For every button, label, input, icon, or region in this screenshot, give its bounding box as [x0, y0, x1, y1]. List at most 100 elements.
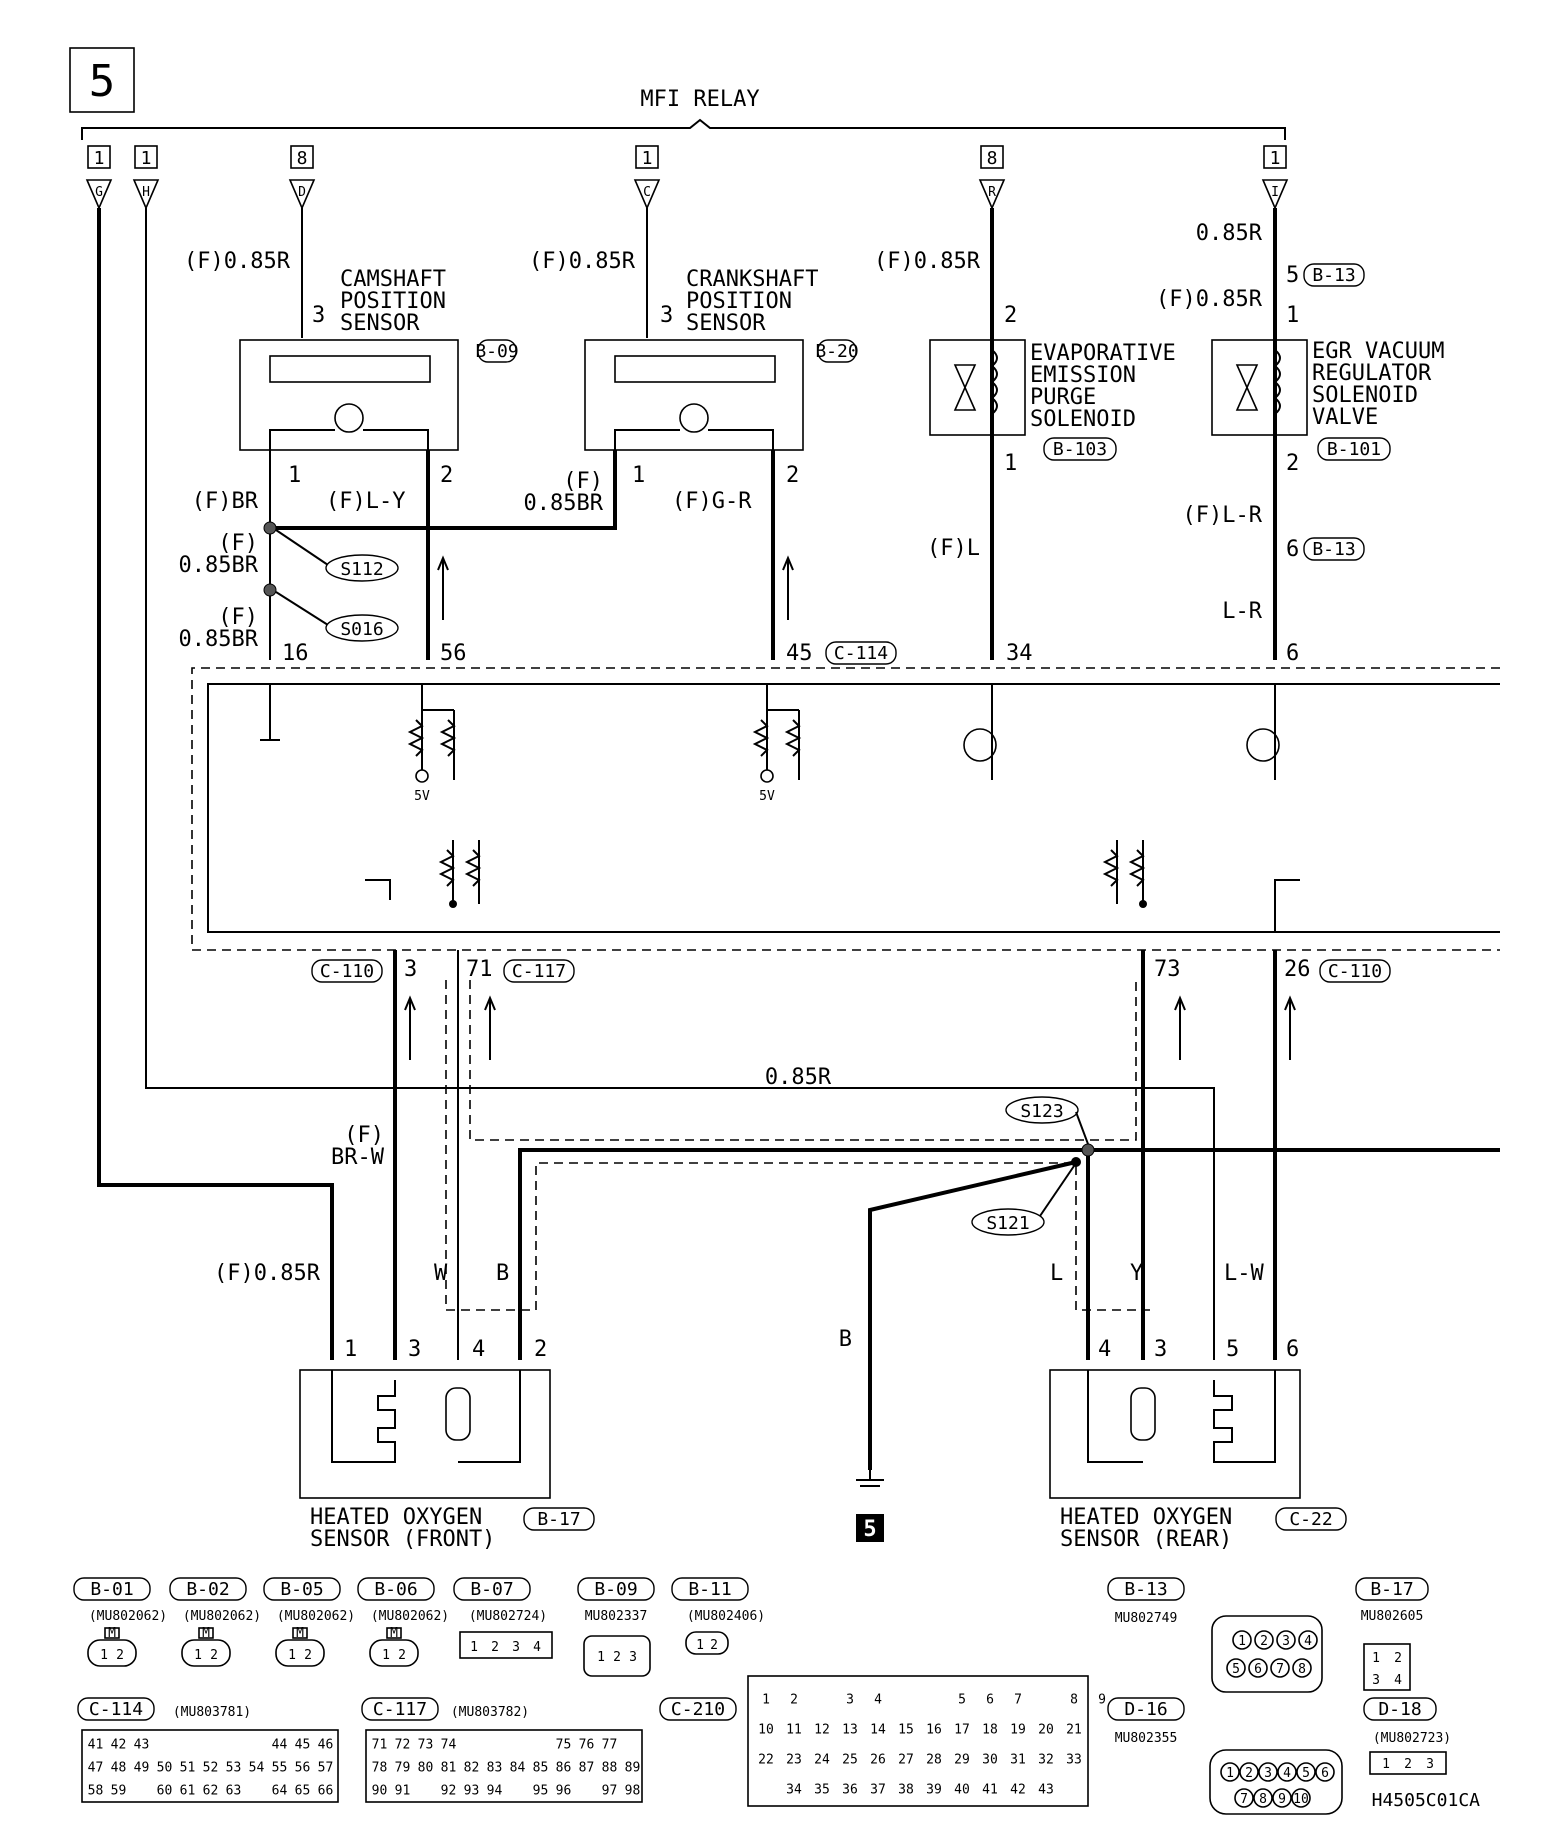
svg-text:4: 4 [533, 1640, 541, 1655]
svg-text:6: 6 [1286, 641, 1299, 666]
pin-label: 35 [814, 1783, 830, 1798]
svg-text:2: 2 [304, 1648, 312, 1663]
svg-text:(MU802406): (MU802406) [687, 1609, 765, 1624]
pin-label: 5 [958, 1693, 966, 1708]
pin-label: 2 [1245, 1766, 1253, 1781]
svg-text:(F)L-Y: (F)L-Y [326, 489, 405, 514]
pin-label: 1 [1372, 1651, 1380, 1666]
svg-text:2: 2 [786, 463, 799, 488]
pin-label: 47 [88, 1761, 104, 1776]
pin-label: 10 [758, 1723, 774, 1738]
pin-label: 21 [1066, 1723, 1082, 1738]
pin-label: 48 [111, 1761, 127, 1776]
svg-text:(MU802723): (MU802723) [1373, 1731, 1451, 1746]
pin-label: 40 [954, 1783, 970, 1798]
svg-text:MFI RELAY: MFI RELAY [640, 87, 759, 112]
relay-pin-h: 1H [132, 145, 160, 211]
pin-label: 94 [487, 1784, 503, 1799]
pin-socket [1253, 1788, 1273, 1808]
pin-label: 77 [602, 1738, 618, 1753]
pin-label: 90 [372, 1784, 388, 1799]
pin-label: 59 [111, 1784, 127, 1799]
svg-text:1: 1 [344, 1337, 357, 1362]
pin-label: 98 [625, 1784, 641, 1799]
svg-text:(F)L-R: (F)L-R [1183, 503, 1263, 528]
pin-label: 36 [842, 1783, 858, 1798]
pin-label: 91 [395, 1784, 411, 1799]
pin-label: 92 [441, 1784, 457, 1799]
svg-text:(F): (F) [218, 605, 258, 630]
pin-label: 61 [180, 1784, 196, 1799]
heated-oxygen-sensor-front: 1 3 4 2 HEATED OXYGEN SENSOR (FRONT) B-1… [299, 1337, 595, 1552]
svg-text:C-110: C-110 [320, 961, 374, 982]
pin-label: 80 [418, 1761, 434, 1776]
pin-label: 65 [295, 1784, 311, 1799]
pin-label: 72 [395, 1738, 411, 1753]
svg-text:1: 1 [94, 148, 105, 169]
page-number: 5 [69, 47, 135, 113]
pin-label: 10 [1293, 1792, 1309, 1807]
svg-text:1: 1 [141, 148, 152, 169]
svg-text:B-02: B-02 [186, 1579, 229, 1600]
svg-text:C-114: C-114 [89, 1699, 143, 1720]
pin-label: 7 [1014, 1693, 1022, 1708]
pin-label: 12 [814, 1723, 830, 1738]
svg-text:EGR VACUUM: EGR VACUUM [1312, 339, 1444, 364]
pin-label: 87 [579, 1761, 595, 1776]
pin-label: 6 [1321, 1766, 1329, 1781]
svg-text:L: L [1050, 1261, 1063, 1286]
svg-text:D-16: D-16 [1124, 1699, 1167, 1720]
svg-text:MU802605: MU802605 [1361, 1609, 1424, 1624]
svg-text:(F)0.85R: (F)0.85R [529, 249, 636, 274]
svg-text:16: 16 [282, 641, 309, 666]
pin-label: 41 [88, 1738, 104, 1753]
svg-text:1: 1 [288, 1648, 296, 1663]
svg-text:(F)0.85R: (F)0.85R [214, 1261, 321, 1286]
camshaft-position-sensor: (F)0.85R 3 CAMSHAFT POSITION SENSOR B-09… [184, 208, 519, 488]
pin-label: 88 [602, 1761, 618, 1776]
svg-text:1: 1 [288, 463, 301, 488]
svg-text:(F): (F) [563, 469, 603, 494]
lower-harness-labels: C-110 3 71 C-117 73 26 C-110 [311, 957, 1391, 983]
svg-text:MU802749: MU802749 [1115, 1611, 1178, 1626]
pin-label: 62 [203, 1784, 219, 1799]
svg-text:(F): (F) [344, 1123, 384, 1148]
svg-text:0.85BR: 0.85BR [524, 491, 604, 516]
pin-label: 89 [625, 1761, 641, 1776]
pin-label: 81 [441, 1761, 457, 1776]
svg-text:3: 3 [629, 1650, 637, 1665]
pin-label: 55 [272, 1761, 288, 1776]
egr-vacuum-regulator-solenoid: 0.85R 5 B-13 (F)0.85R 1 EGR VACUUM REGUL… [1156, 208, 1444, 666]
svg-text:2: 2 [534, 1337, 547, 1362]
svg-text:2: 2 [1404, 1757, 1412, 1772]
pin-label: 2 [1260, 1634, 1268, 1649]
svg-text:CAMSHAFT: CAMSHAFT [340, 267, 446, 292]
pin-label: 25 [842, 1753, 858, 1768]
pin-label: 41 [982, 1783, 998, 1798]
svg-text:B-103: B-103 [1053, 439, 1107, 460]
pin-label: 66 [318, 1784, 334, 1799]
lower-wiring: S123 S121 0.85R (F) BR-W (F)0.85R W B L … [97, 208, 1500, 1470]
svg-text:VALVE: VALVE [1312, 405, 1378, 430]
pin-socket [1298, 1630, 1318, 1650]
svg-text:2: 2 [710, 1638, 718, 1653]
svg-text:26: 26 [1284, 957, 1311, 982]
svg-text:34: 34 [1006, 641, 1033, 666]
relay-pin-g: 1G [85, 145, 113, 211]
svg-text:B-09: B-09 [594, 1579, 637, 1600]
svg-text:4: 4 [472, 1337, 485, 1362]
pin-label: 5 [1302, 1766, 1310, 1781]
svg-text:5V: 5V [414, 789, 430, 804]
pin-label: 24 [814, 1753, 830, 1768]
svg-text:B-101: B-101 [1327, 439, 1381, 460]
pin-socket [1272, 1788, 1292, 1808]
svg-text:C: C [643, 185, 651, 200]
pin-socket [1232, 1630, 1252, 1650]
pin-label: 58 [88, 1784, 104, 1799]
pin-label: 42 [111, 1738, 127, 1753]
